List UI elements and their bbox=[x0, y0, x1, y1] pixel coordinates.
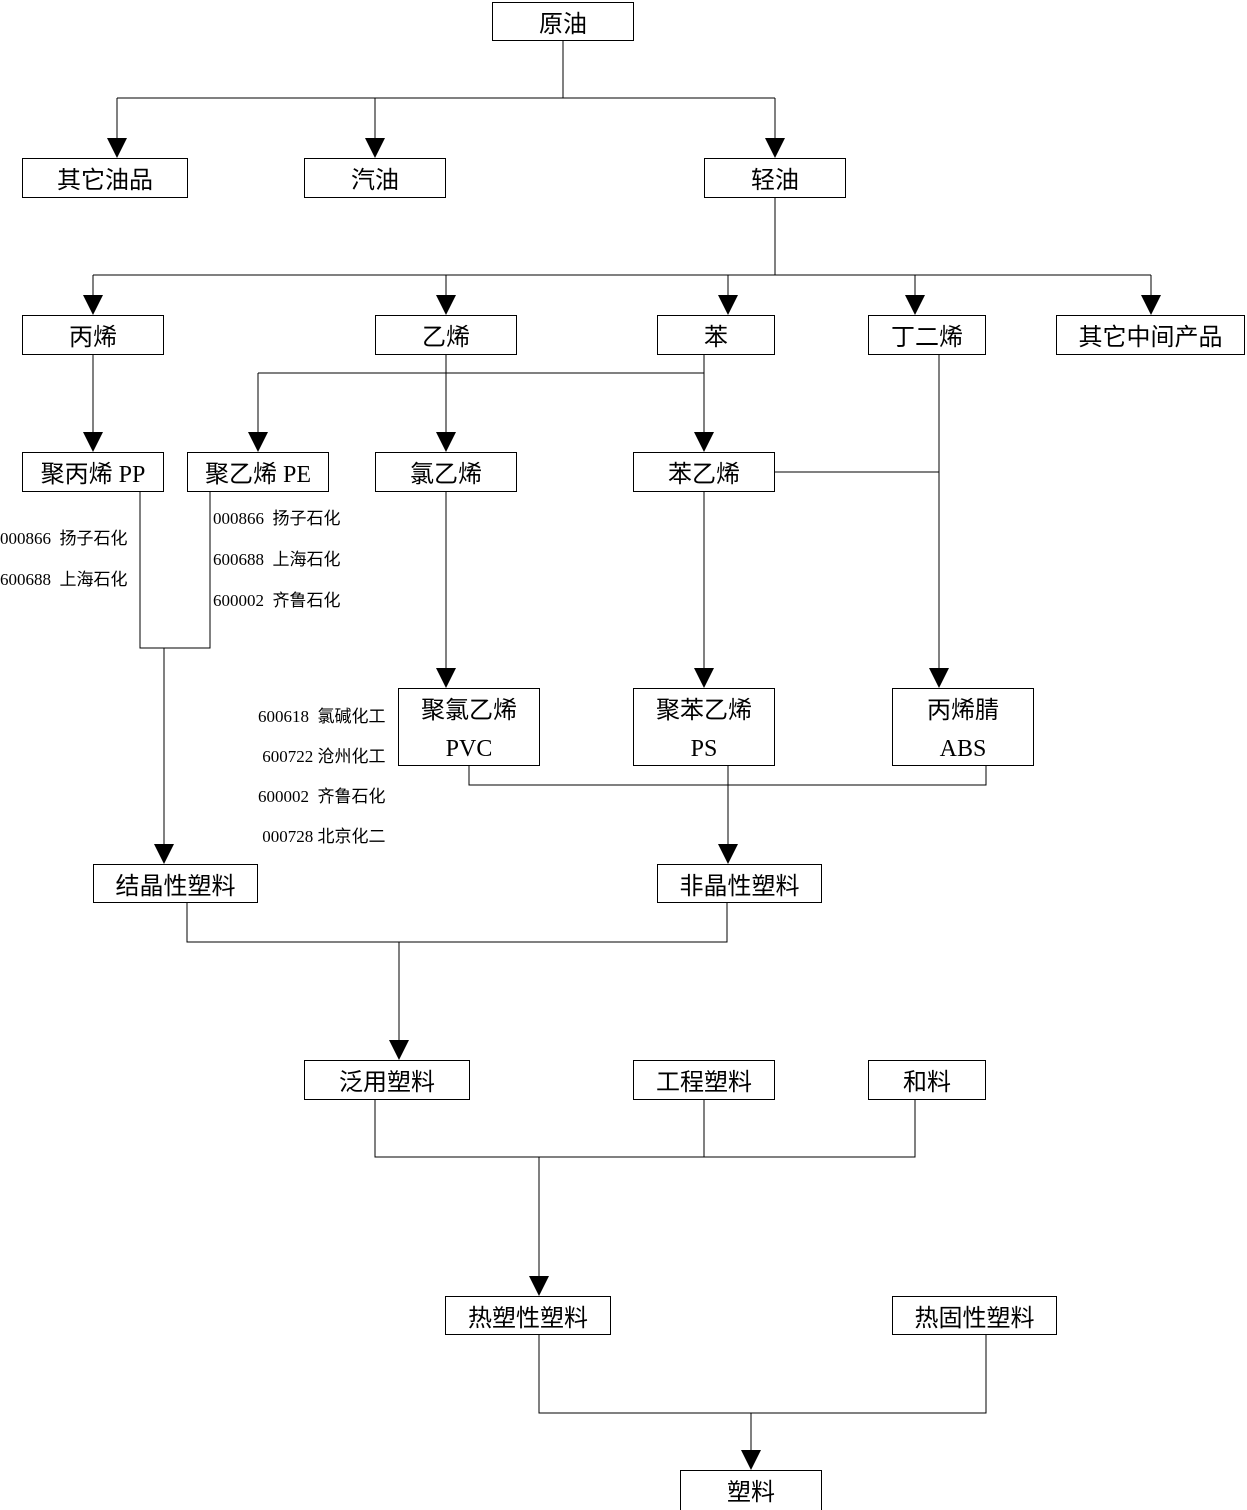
node-ps: 聚苯乙烯 PS bbox=[633, 688, 775, 766]
arrowhead-icon bbox=[741, 1450, 761, 1470]
arrowhead-icon bbox=[765, 138, 785, 158]
abs-name: 丙烯腈 bbox=[927, 698, 999, 724]
arrowhead-icon bbox=[154, 844, 174, 864]
node-pvc: 聚氯乙烯 PVC bbox=[398, 688, 540, 766]
arrowhead-icon bbox=[1141, 295, 1161, 315]
arrowhead-icon bbox=[389, 1040, 409, 1060]
node-benzene: 苯 bbox=[657, 315, 775, 355]
node-pp: 聚丙烯 PP bbox=[22, 452, 164, 492]
node-engineering-plastics: 工程塑料 bbox=[633, 1060, 775, 1100]
pp-producer: 000866 扬子石化 bbox=[0, 529, 128, 548]
node-crystalline-plastics: 结晶性塑料 bbox=[93, 864, 258, 903]
pe-producer: 600688 上海石化 bbox=[213, 550, 341, 569]
node-thermosets: 热固性塑料 bbox=[892, 1296, 1057, 1335]
node-propylene: 丙烯 bbox=[22, 315, 164, 355]
node-pe: 聚乙烯 PE bbox=[187, 452, 329, 492]
node-amorphous-plastics: 非晶性塑料 bbox=[657, 864, 822, 903]
arrowhead-icon bbox=[248, 432, 268, 452]
pp-producer: 600688 上海石化 bbox=[0, 570, 128, 589]
arrowhead-icon bbox=[905, 295, 925, 315]
arrowhead-icon bbox=[529, 1276, 549, 1296]
pvc-producer: 600722 沧州化工 bbox=[258, 747, 386, 766]
node-styrene: 苯乙烯 bbox=[633, 452, 775, 492]
connector-line bbox=[538, 1334, 987, 1414]
arrowhead-icon bbox=[83, 295, 103, 315]
node-crude-oil: 原油 bbox=[492, 2, 634, 41]
ps-abbr: PS bbox=[690, 736, 718, 763]
pvc-abbr: PVC bbox=[445, 736, 493, 763]
arrowhead-icon bbox=[365, 138, 385, 158]
arrowhead-icon bbox=[107, 138, 127, 158]
pe-producer: 600002 齐鲁石化 bbox=[213, 591, 341, 610]
node-light-oil: 轻油 bbox=[704, 158, 846, 198]
arrowhead-icon bbox=[694, 668, 714, 688]
arrowhead-icon bbox=[436, 295, 456, 315]
pvc-producer: 000728 北京化二 bbox=[258, 827, 386, 846]
abs-abbr: ABS bbox=[939, 736, 987, 763]
arrowhead-icon bbox=[83, 432, 103, 452]
arrowhead-icon bbox=[694, 432, 714, 452]
node-plastics: 塑料 bbox=[680, 1470, 822, 1510]
node-vinyl-chloride: 氯乙烯 bbox=[375, 452, 517, 492]
node-ethylene: 乙烯 bbox=[375, 315, 517, 355]
arrowhead-icon bbox=[929, 668, 949, 688]
connector-line bbox=[186, 902, 728, 943]
ps-name: 聚苯乙烯 bbox=[656, 698, 752, 724]
arrowhead-icon bbox=[436, 668, 456, 688]
node-abs: 丙烯腈 ABS bbox=[892, 688, 1034, 766]
node-thermoplastics: 热塑性塑料 bbox=[445, 1296, 611, 1335]
pvc-producer: 600002 齐鲁石化 bbox=[258, 787, 386, 806]
connector-line bbox=[139, 491, 211, 649]
arrowhead-icon bbox=[436, 432, 456, 452]
node-butadiene: 丁二烯 bbox=[868, 315, 986, 355]
node-other-intermediates: 其它中间产品 bbox=[1056, 315, 1245, 355]
node-general-plastics: 泛用塑料 bbox=[304, 1060, 470, 1100]
pvc-producer: 600618 氯碱化工 bbox=[258, 707, 386, 726]
arrowhead-icon bbox=[718, 295, 738, 315]
arrowhead-icon bbox=[718, 844, 738, 864]
connector-line bbox=[374, 1099, 916, 1158]
node-blends: 和料 bbox=[868, 1060, 986, 1100]
node-other-oil-products: 其它油品 bbox=[22, 158, 188, 198]
node-gasoline: 汽油 bbox=[304, 158, 446, 198]
pvc-name: 聚氯乙烯 bbox=[421, 698, 517, 724]
pe-producer: 000866 扬子石化 bbox=[213, 509, 341, 528]
